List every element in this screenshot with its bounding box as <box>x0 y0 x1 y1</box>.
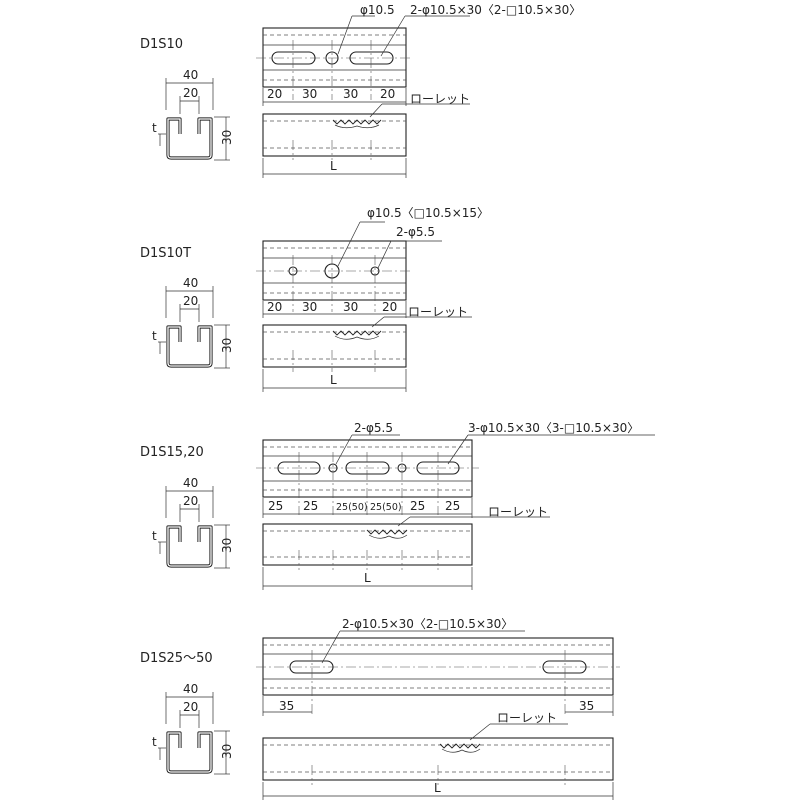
knurl-label-d1s25: ローレット <box>497 711 557 725</box>
dim-d1s15-4: 25(50) <box>370 502 402 513</box>
hole-callout-d1s10: φ10.5 <box>360 3 395 17</box>
dim-d1s10t-1: 20 <box>267 300 282 314</box>
model-label-d1s15: D1S15,20 <box>140 445 204 460</box>
dim-width: 40 <box>183 476 198 490</box>
dim-height: 30 <box>220 130 234 145</box>
dim-length-d1s25: L <box>434 781 441 795</box>
small-hole-callout-d1s15: 2-φ5.5 <box>354 421 393 435</box>
dim-d1s10t-2: 30 <box>302 300 317 314</box>
dim-height: 30 <box>220 338 234 353</box>
dim-d1s10t-4: 20 <box>382 300 397 314</box>
profile-view-d1s10t <box>158 286 230 369</box>
dim-d1s15-5: 25 <box>410 499 425 513</box>
top-view-d1s10 <box>256 15 470 106</box>
dim-inner-width: 20 <box>183 494 198 508</box>
dim-height: 30 <box>220 538 234 553</box>
knurl-label-d1s10: ローレット <box>410 92 470 106</box>
dim-thickness: t <box>152 529 157 543</box>
dim-d1s10-4: 20 <box>380 87 395 101</box>
knurl-label-d1s10t: ローレット <box>408 305 468 319</box>
side-view-d1s15 <box>262 516 550 590</box>
side-view-d1s10t <box>262 316 472 392</box>
top-view-d1s15 <box>256 434 655 518</box>
dim-inner-width: 20 <box>183 294 198 308</box>
dim-length-d1s10: L <box>330 159 337 173</box>
model-label-d1s10t: D1S10T <box>140 246 191 261</box>
dim-width: 40 <box>183 276 198 290</box>
dim-width: 40 <box>183 68 198 82</box>
profile-view-d1s10 <box>158 78 230 161</box>
dim-d1s15-1: 25 <box>268 499 283 513</box>
dim-d1s10t-3: 30 <box>343 300 358 314</box>
profile-view-d1s15 <box>158 486 230 569</box>
dim-d1s10-3: 30 <box>343 87 358 101</box>
dim-d1s15-6: 25 <box>445 499 460 513</box>
top-view-d1s10t <box>256 221 442 318</box>
dim-thickness: t <box>152 121 157 135</box>
dim-d1s25-right: 35 <box>579 699 594 713</box>
slot-callout-d1s10: 2-φ10.5×30〈2-□10.5×30〉 <box>410 3 581 17</box>
model-label-d1s25: D1S25〜50 <box>140 651 213 666</box>
dim-thickness: t <box>152 735 157 749</box>
dim-inner-width: 20 <box>183 700 198 714</box>
top-view-d1s25 <box>256 630 620 716</box>
model-label-d1s10: D1S10 <box>140 37 183 52</box>
dim-height: 30 <box>220 744 234 759</box>
dim-length-d1s15: L <box>364 571 371 585</box>
profile-view-d1s25 <box>158 692 230 775</box>
dim-d1s15-2: 25 <box>303 499 318 513</box>
slot-callout-d1s25: 2-φ10.5×30〈2-□10.5×30〉 <box>342 617 513 631</box>
dim-inner-width: 20 <box>183 86 198 100</box>
dim-thickness: t <box>152 329 157 343</box>
dim-length-d1s10t: L <box>330 373 337 387</box>
slot-callout-d1s15: 3-φ10.5×30〈3-□10.5×30〉 <box>468 421 639 435</box>
dim-d1s25-left: 35 <box>279 699 294 713</box>
dim-d1s15-3: 25(50) <box>336 502 368 513</box>
side-view-d1s10 <box>262 103 470 178</box>
dim-width: 40 <box>183 682 198 696</box>
hole-callout-d1s10t: φ10.5〈□10.5×15〉 <box>367 206 489 220</box>
small-hole-callout-d1s10t: 2-φ5.5 <box>396 225 435 239</box>
knurl-label-d1s15: ローレット <box>488 505 548 519</box>
dim-d1s10-1: 20 <box>267 87 282 101</box>
dim-d1s10-2: 30 <box>302 87 317 101</box>
side-view-d1s25 <box>262 723 614 800</box>
